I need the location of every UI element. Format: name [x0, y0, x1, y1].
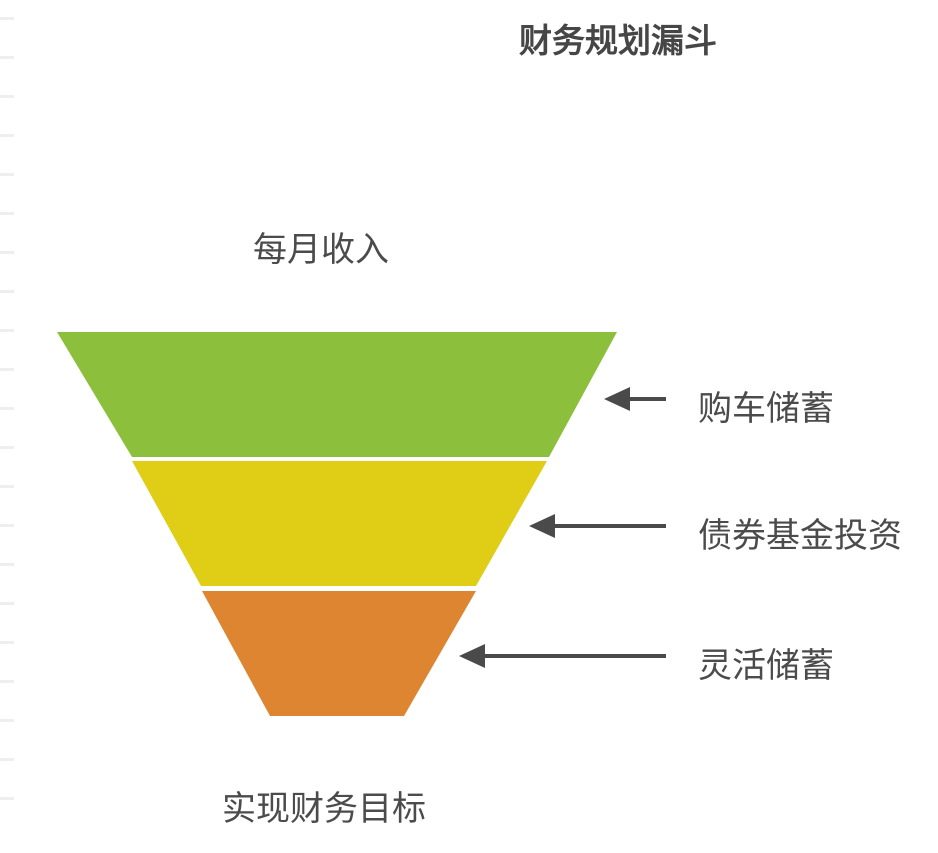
page-title: 财务规划漏斗	[0, 14, 938, 62]
callout-arrow-head-0	[604, 387, 630, 411]
funnel-segment-2[interactable]	[202, 591, 476, 716]
funnel-segment-0[interactable]	[57, 332, 617, 457]
callout-label-flexible-savings: 灵活储蓄	[698, 647, 834, 685]
funnel-exit-label: 实现财务目标	[222, 790, 426, 828]
funnel-entry-label: 每月收入	[253, 231, 389, 269]
funnel-segment-1[interactable]	[132, 461, 547, 586]
callout-arrows	[459, 387, 666, 668]
callout-arrow-head-2	[459, 644, 485, 668]
funnel-segments	[57, 332, 617, 716]
callout-label-car-savings: 购车储蓄	[698, 390, 834, 428]
callout-label-bond-fund: 债券基金投资	[698, 517, 902, 555]
page-title-text: 财务规划漏斗	[519, 22, 717, 59]
callout-arrow-head-1	[529, 514, 555, 538]
